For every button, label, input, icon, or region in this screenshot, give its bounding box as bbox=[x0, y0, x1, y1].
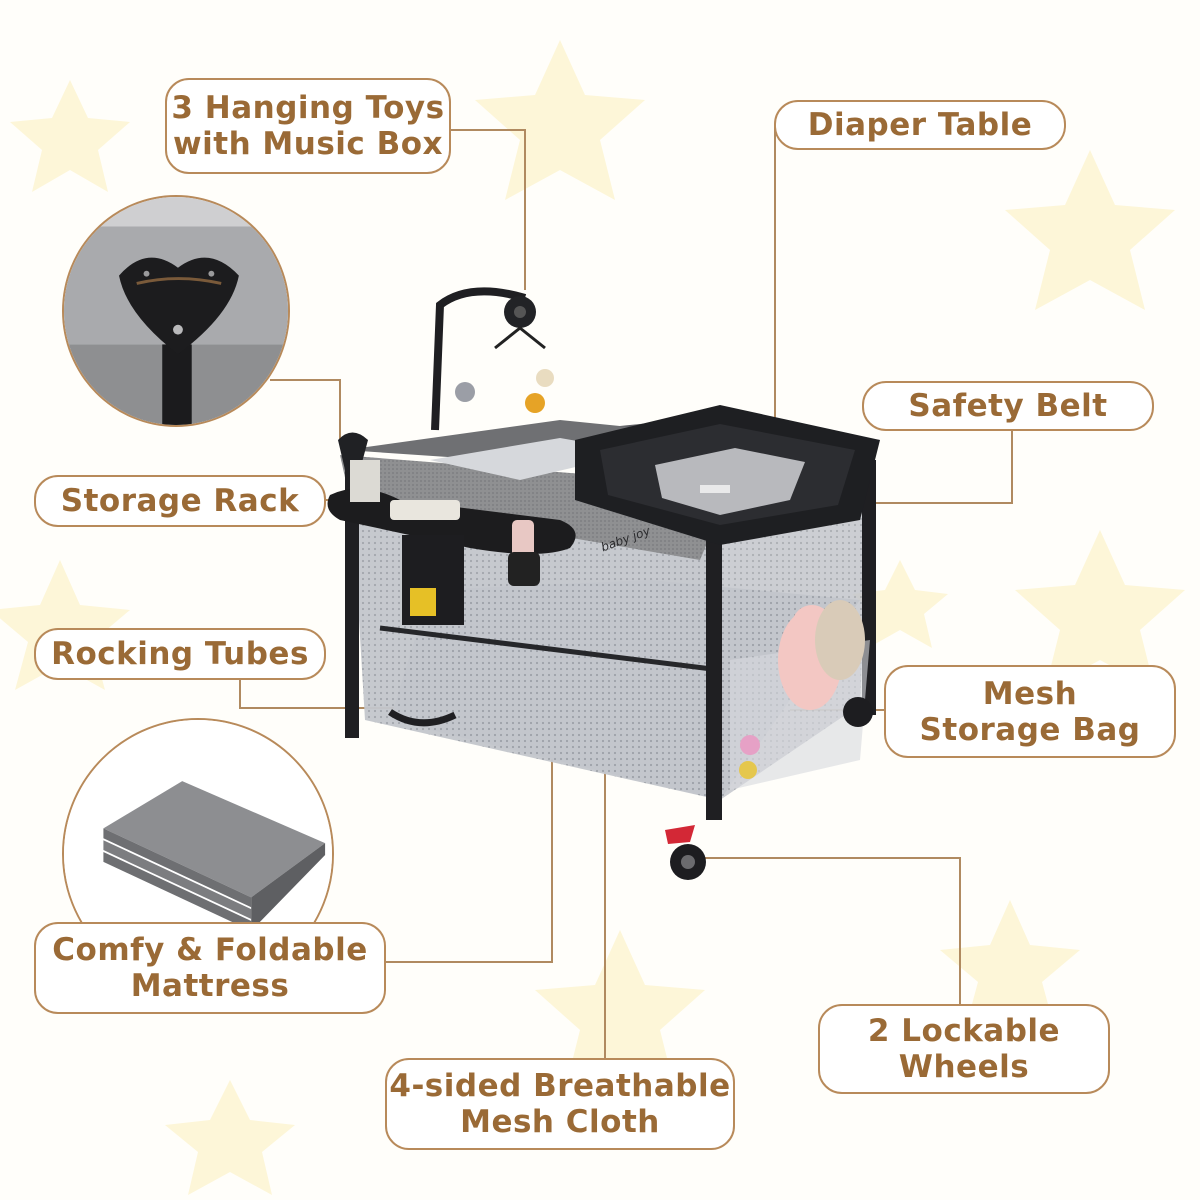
corner-connector-inset bbox=[62, 195, 290, 427]
star-icon bbox=[1015, 530, 1185, 690]
callout-mattress-line2: Mattress bbox=[130, 968, 290, 1004]
star-icon bbox=[535, 930, 705, 1090]
star-icon bbox=[0, 560, 130, 690]
callout-hanging-toys: 3 Hanging Toys with Music Box bbox=[165, 78, 451, 174]
mesh-storage-bag bbox=[730, 600, 870, 790]
callout-rocking-tubes-line1: Rocking Tubes bbox=[51, 636, 309, 672]
callout-mesh-storage-bag-line1: Mesh bbox=[982, 675, 1078, 712]
playpen-crib bbox=[327, 287, 880, 880]
hanging-toys-mobile bbox=[431, 287, 554, 431]
callout-diaper-table-line1: Diaper Table bbox=[807, 107, 1033, 143]
corner-connector-icon bbox=[64, 197, 288, 425]
callout-mesh-storage-bag-line2: Storage Bag bbox=[919, 711, 1141, 748]
callout-mattress: Comfy & Foldable Mattress bbox=[34, 922, 386, 1014]
callout-hanging-toys-line1: 3 Hanging Toys bbox=[171, 90, 445, 126]
callout-mesh-cloth-line1: 4-sided Breathable bbox=[389, 1068, 731, 1104]
callout-mesh-storage-bag: Mesh Storage Bag bbox=[884, 665, 1176, 758]
star-icon bbox=[1005, 150, 1175, 310]
callout-safety-belt: Safety Belt bbox=[862, 381, 1154, 431]
star-icon bbox=[165, 1080, 295, 1195]
callout-hanging-toys-line2: with Music Box bbox=[172, 126, 444, 162]
star-icon bbox=[940, 900, 1080, 1030]
callout-wheels: 2 Lockable Wheels bbox=[818, 1004, 1110, 1094]
callout-mattress-line1: Comfy & Foldable bbox=[52, 932, 368, 968]
leader-wheels bbox=[690, 857, 961, 1005]
storage-rack bbox=[327, 460, 576, 625]
lockable-wheels bbox=[665, 697, 873, 880]
callout-wheels-line2: Wheels bbox=[898, 1049, 1030, 1085]
leader-hanging-toys bbox=[450, 129, 526, 290]
callout-mesh-cloth-line2: Mesh Cloth bbox=[460, 1104, 660, 1140]
callout-storage-rack-line1: Storage Rack bbox=[60, 483, 300, 519]
callout-wheels-line1: 2 Lockable bbox=[867, 1013, 1061, 1049]
background-stars bbox=[0, 40, 1185, 1195]
callout-mesh-cloth: 4-sided Breathable Mesh Cloth bbox=[385, 1058, 735, 1150]
star-icon bbox=[475, 40, 645, 200]
callout-safety-belt-line1: Safety Belt bbox=[908, 388, 1108, 424]
callout-storage-rack: Storage Rack bbox=[34, 475, 326, 527]
star-icon bbox=[10, 80, 130, 192]
callout-rocking-tubes: Rocking Tubes bbox=[34, 628, 326, 680]
leader-corner-inset bbox=[270, 379, 341, 440]
callout-diaper-table: Diaper Table bbox=[774, 100, 1066, 150]
